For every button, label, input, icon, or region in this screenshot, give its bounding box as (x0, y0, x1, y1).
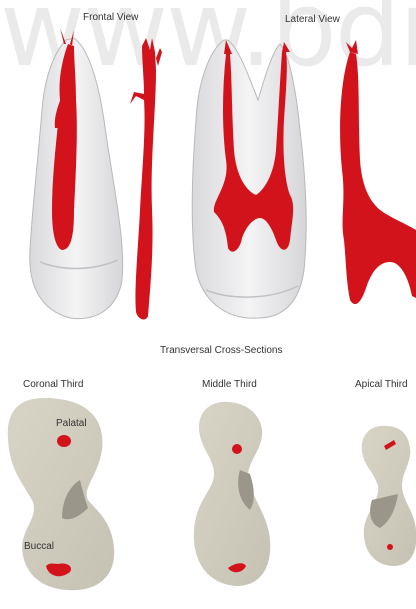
lateral-canal-isolated-tip (346, 40, 358, 54)
lateral-view-heading: Lateral View (285, 14, 340, 25)
palatal-label: Palatal (56, 418, 87, 429)
frontal-canal-isolated-branch (156, 48, 162, 66)
middle-third-heading: Middle Third (202, 379, 257, 390)
frontal-view-heading: Frontal View (83, 12, 138, 23)
lateral-tooth-outline (192, 40, 306, 318)
middle-section-shape (194, 402, 270, 586)
lateral-canal-tip-right (282, 42, 290, 52)
coronal-third-heading: Coronal Third (23, 379, 83, 390)
buccal-label: Buccal (24, 541, 54, 552)
apical-buccal-canal (387, 544, 393, 550)
frontal-tooth-outline (30, 38, 123, 319)
middle-palatal-canal (232, 444, 242, 454)
frontal-canal-isolated (130, 38, 156, 319)
apical-third-heading: Apical Third (355, 379, 408, 390)
coronal-palatal-canal (57, 435, 71, 447)
cross-sections-title: Transversal Cross-Sections (160, 345, 282, 356)
lateral-canal-isolated (340, 52, 416, 304)
